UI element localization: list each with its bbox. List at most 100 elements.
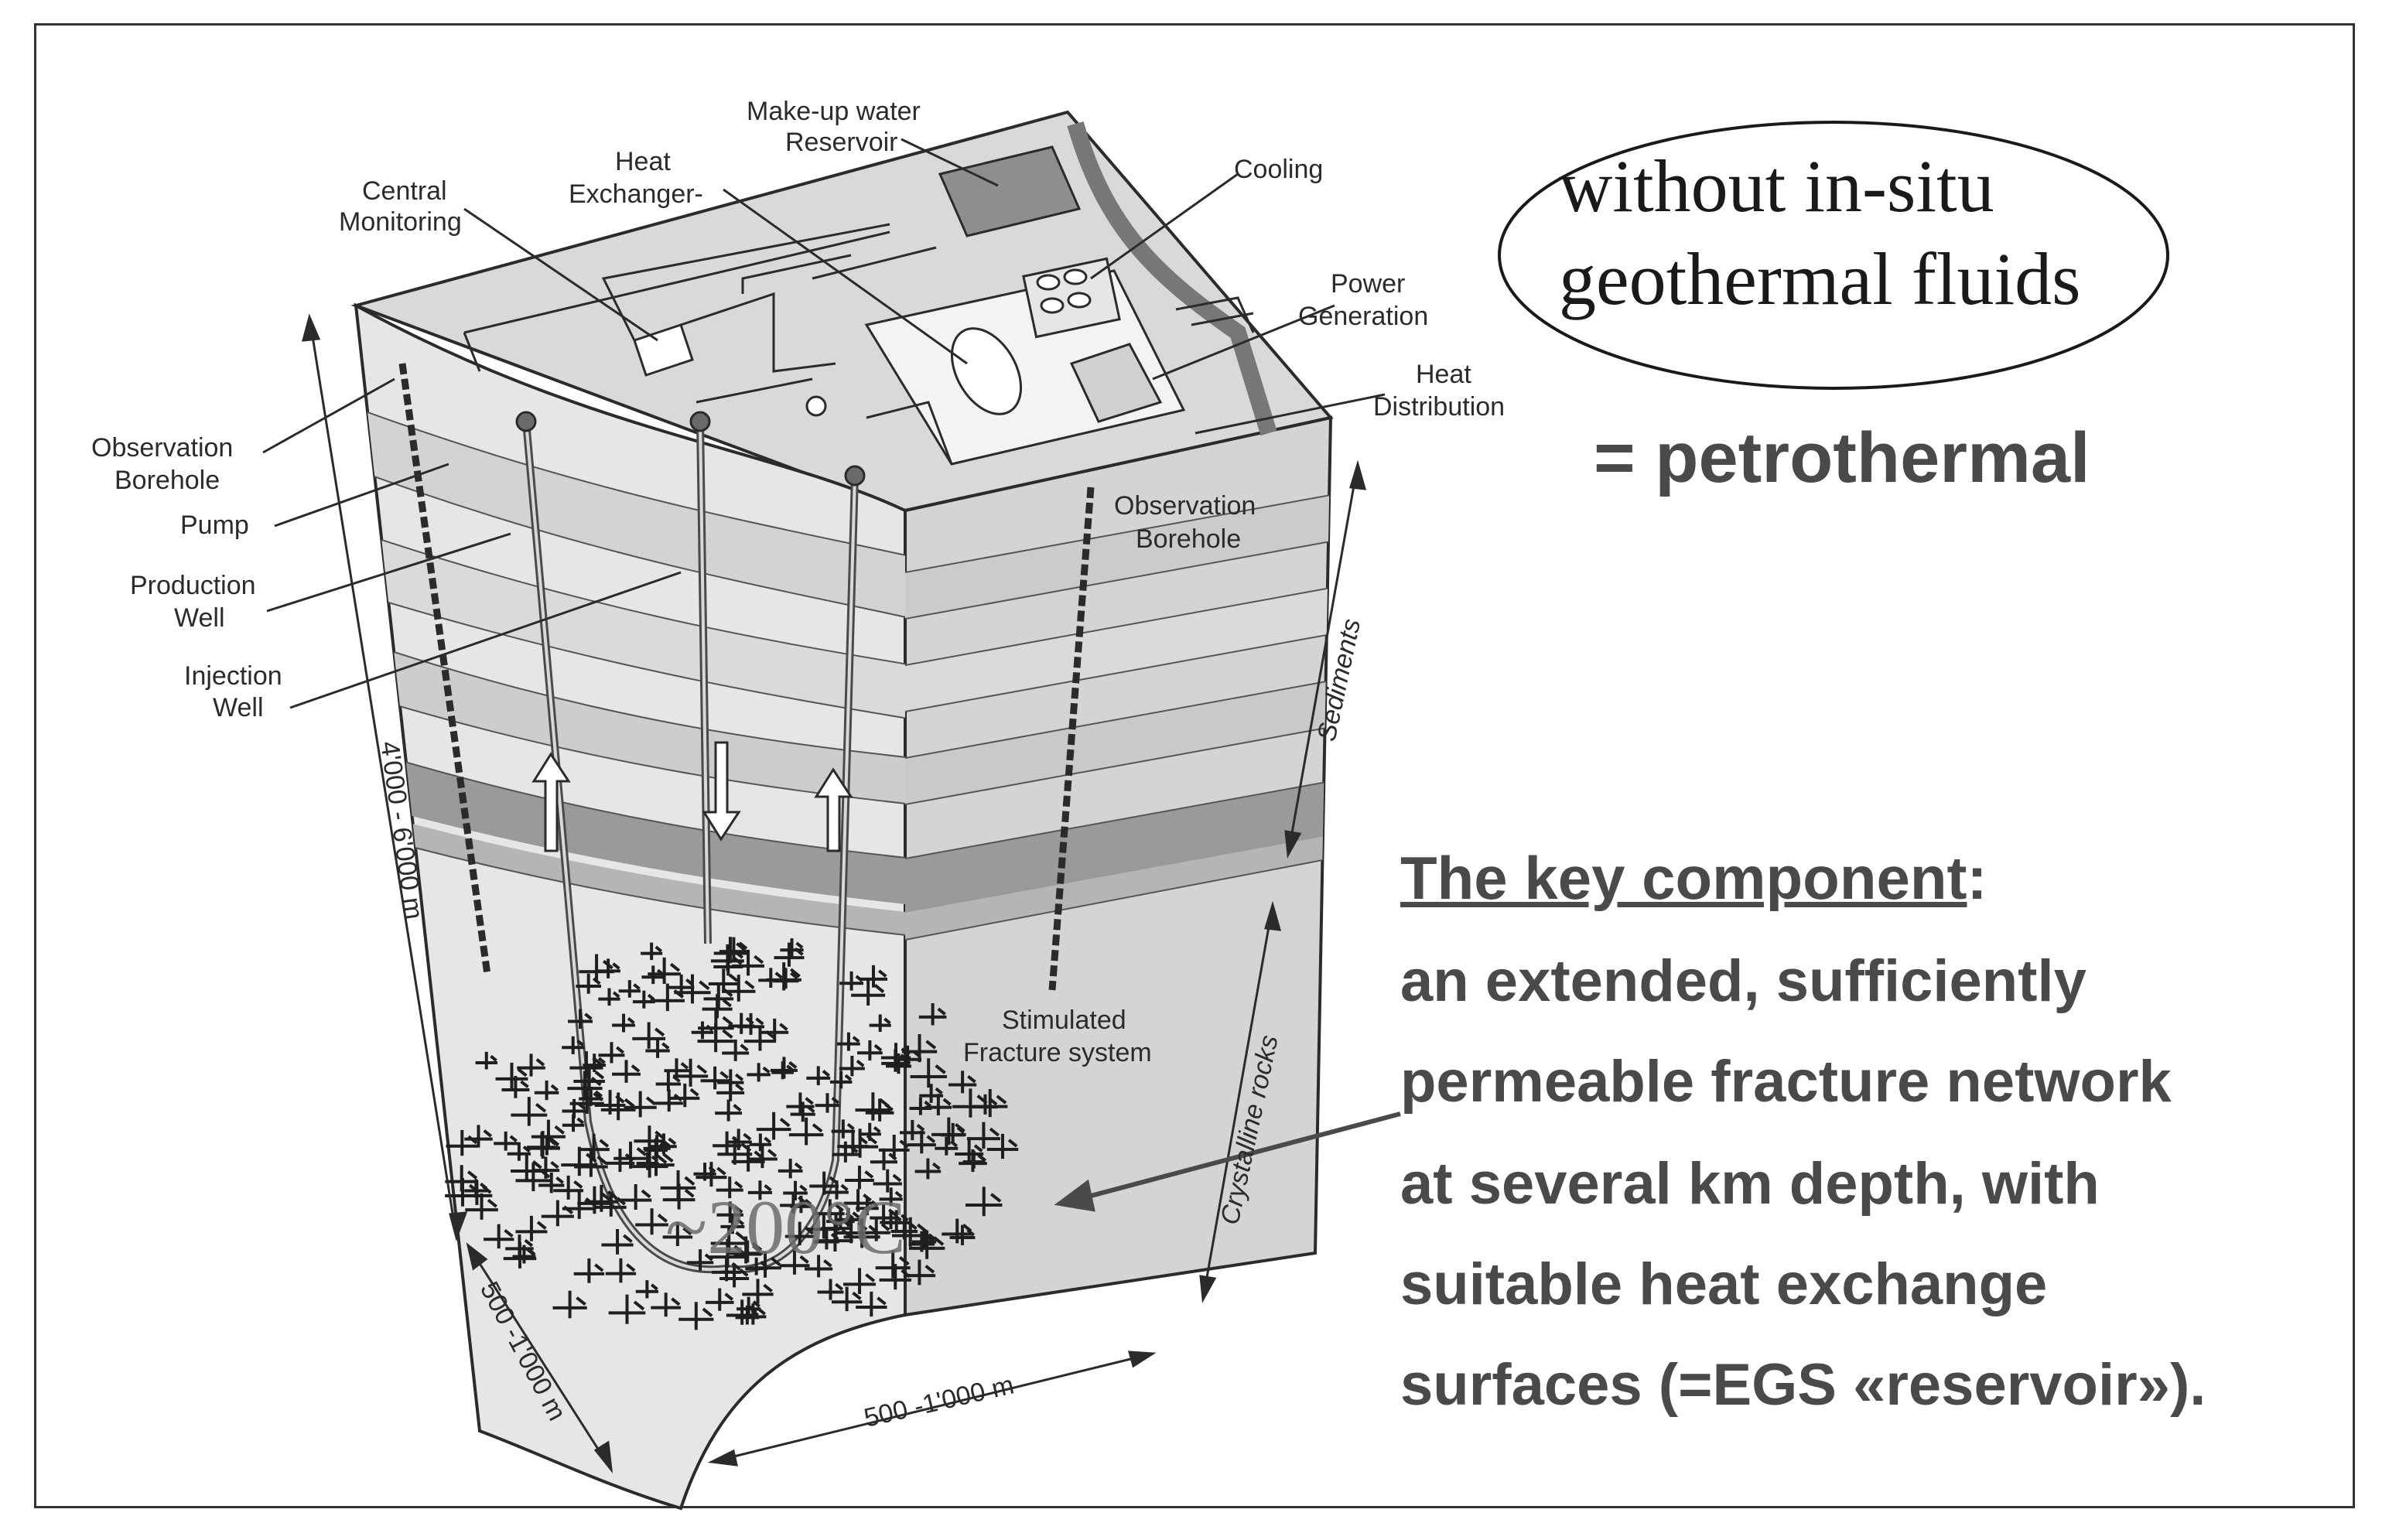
label-pump: Pump [180,510,249,540]
fracture-mark [595,1191,627,1217]
fracture-mark [708,968,739,993]
fracture-mark [517,1053,545,1077]
fracture-mark [573,1258,605,1283]
fracture-mark [844,1166,874,1190]
fracture-mark [941,1122,966,1142]
fracture-mark [720,1214,745,1234]
fracture-mark [515,1215,548,1241]
fracture-mark [907,1130,936,1154]
fracture-mark [634,1125,665,1151]
fracture-mark [726,1299,758,1325]
fracture-mark [831,1119,856,1139]
fracture-mark [831,1286,863,1312]
ellipse-callout [1498,121,2169,390]
fracture-mark [722,1039,750,1061]
observation-borehole-left-line [398,363,491,975]
fracture-mark [857,1040,883,1061]
fracture-mark [856,1197,879,1216]
fracture-mark [859,965,888,988]
key-line-5: surfaces (=EGS «reservoir»). [1400,1352,2206,1418]
fracture-mark [709,1238,746,1269]
fracture-mark [966,1187,1003,1217]
fracture-mark [749,1133,772,1152]
label-observation-borehole-right-1: Observation [1114,491,1256,521]
fracture-mark [790,1101,815,1122]
fracture-mark [561,1146,598,1176]
fracture-mark [635,1280,658,1299]
fracture-mark [780,1192,807,1214]
fracture-mark [817,1279,844,1300]
fracture-mark [731,1145,765,1172]
fracture-mark [552,1290,587,1319]
fracture-mark [732,949,764,976]
fracture-mark [986,1133,1019,1159]
fracture-mark [716,1176,743,1199]
fracture-mark [962,1150,986,1169]
fracture-mark [725,1129,752,1150]
fracture-mark [598,988,620,1006]
label-heat-distribution-1: Heat [1416,360,1471,389]
fracture-mark [715,1099,743,1122]
label-power-generation-1: Power [1331,269,1405,299]
label-makeup-water-1: Make-up water [747,97,921,126]
ellipse-line-2: geothermal fluids [1559,237,2081,320]
turbine [950,327,1023,415]
fracture-mark [778,1158,803,1179]
fracture-mark [700,1066,730,1090]
fracture-mark [783,1180,808,1200]
fracture-mark [583,1053,607,1073]
fracture-mark [880,1043,911,1067]
label-observation-borehole-right-2: Borehole [1136,524,1241,554]
label-width-bottom: 500 -1'000 m [861,1370,1017,1432]
label-heat-distribution-2: Distribution [1373,392,1505,422]
fracture-mark [651,1292,682,1317]
fracture-mark [829,1070,853,1089]
label-production-well-2: Well [174,603,225,633]
fracture-mark [673,1058,709,1087]
key-component-colon: : [1967,844,1987,912]
fracture-mark [601,1228,634,1255]
fracture-mark [766,962,801,991]
fracture-mark [843,1268,876,1294]
fracture-mark [645,1038,670,1058]
fracture-mark [495,1062,528,1089]
label-cooling: Cooling [1234,155,1323,184]
label-observation-borehole-left-1: Observation [91,433,233,463]
label-stimulated-1: Stimulated [1002,1006,1126,1035]
fracture-mark [608,1294,646,1324]
fracture-mark [596,958,620,978]
fracture-mark [808,1213,840,1239]
fracture-mark [511,1097,548,1126]
sediment-layers-side [905,494,1331,941]
label-central-monitoring-1: Central [362,176,447,206]
fracture-mark [650,983,685,1012]
fracture-mark [873,1169,902,1193]
fracture-mark [919,1084,944,1103]
fracture-mark [825,1180,849,1200]
fracture-mark [562,1191,596,1219]
fracture-mark [747,1180,773,1200]
label-stimulated-2: Fracture system [963,1038,1152,1067]
fracture-mark [494,1131,518,1151]
fracture-mark [935,1136,959,1156]
sediment-layers-front [356,401,905,937]
fracture-mark [837,1032,860,1051]
fracture-mark [815,1093,840,1113]
fracture-mark [632,1022,666,1049]
fracture-mark [662,1222,693,1246]
fracture-mark [806,1066,831,1086]
fracture-mark [641,942,663,961]
fracture-mark [605,1258,637,1283]
label-injection-well-2: Well [213,693,264,722]
fracture-mark [771,1057,798,1079]
surface-installations [463,121,1277,466]
key-line-4: suitable heat exchange [1400,1251,2048,1317]
key-component-heading: The key component: [1400,843,1987,913]
fracture-mark [728,1012,755,1034]
fracture-mark [745,1257,767,1275]
fracture-mark [484,1224,514,1249]
fracture-mark [531,1119,566,1147]
fracture-mark [743,1025,777,1051]
fracture-mark [717,1069,744,1091]
